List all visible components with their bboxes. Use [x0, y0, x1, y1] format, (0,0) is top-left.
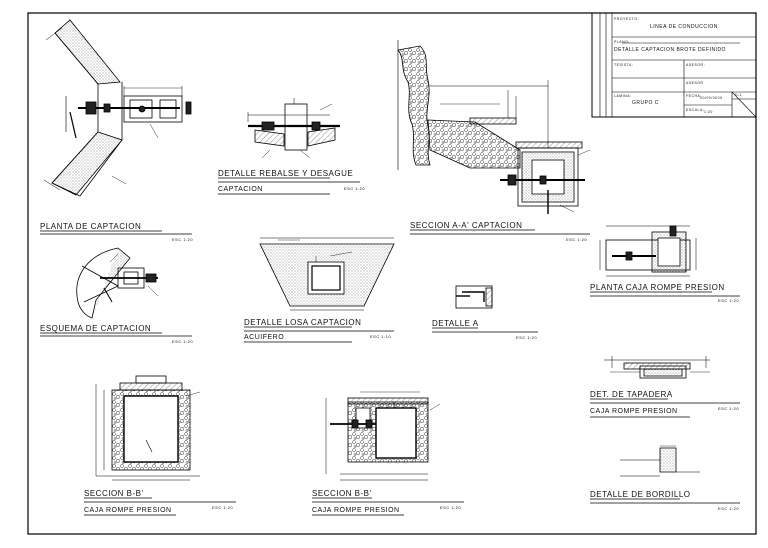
detalle-rebalse-scale: ESC 1:20: [344, 186, 366, 191]
detalle-losa-scale: ESC 1:10: [370, 334, 392, 339]
escala-value: 1:20: [704, 110, 713, 114]
seccion-bb-drawing: [95, 375, 201, 481]
seccion-aa-drawing: [397, 40, 591, 214]
esquema-captacion-title: ESQUEMA DE CAPTACION: [40, 324, 152, 333]
group-name: GRUPO C: [632, 100, 659, 106]
detalle-a-title: DETALLE A: [432, 319, 479, 328]
asesor-value: ASESOR: [686, 81, 704, 85]
title-block: [591, 12, 757, 118]
planta-caja-drawing: [599, 225, 697, 277]
det-tapadera-scale: ESC 1:20: [718, 406, 740, 411]
detalle-rebalse-sub: CAPTACION: [218, 186, 263, 193]
detalle-losa-sub: ACUIFERO: [244, 334, 285, 341]
fecha-value: 00/00/0000: [700, 96, 723, 100]
detalle-rebalse-drawing: [247, 98, 340, 159]
project-name: LINEA DE CONDUCCION: [650, 24, 718, 30]
seccion-bb2-drawing: [325, 391, 441, 481]
detalle-a-drawing: [455, 285, 493, 309]
seccion-bb2-scale: ESC 1:20: [440, 505, 462, 510]
planta-caja-title: PLANTA CAJA ROMPE PRESION: [590, 283, 725, 292]
detalle-losa-title: DETALLE LOSA CAPTACION: [244, 318, 362, 327]
esquema-captacion-drawing: [76, 247, 159, 319]
seccion-bb-title: SECCION B-B': [84, 489, 144, 498]
detalle-bordillo-title: DETALLE DE BORDILLO: [590, 490, 691, 499]
seccion-aa-scale: ESC 1:20: [566, 237, 588, 242]
plan-label: PLANO:: [614, 40, 630, 44]
detalle-bordillo-scale: ESC 1:20: [718, 506, 740, 511]
fecha-label: FECHA:: [686, 94, 702, 98]
planta-captacion-title: PLANTA DE CAPTACION: [40, 222, 142, 231]
group-label: LAMINA:: [614, 94, 632, 98]
sheet-title: DETALLE CAPTACION BROTE DEFINIDO: [614, 47, 726, 53]
detalle-a-scale: ESC 1:20: [516, 335, 538, 340]
seccion-bb2-title: SECCION B-B': [312, 489, 372, 498]
det-tapadera-title: DET. DE TAPADERA: [590, 390, 673, 399]
lamina-value: D-1: [735, 93, 743, 97]
planta-caja-scale: ESC 1:20: [718, 298, 740, 303]
seccion-bb2-sub: CAJA ROMPE PRESION: [312, 507, 400, 514]
det-tapadera-drawing: [604, 356, 710, 379]
detalle-bordillo-drawing: [620, 445, 700, 477]
project-label: PROYECTO:: [614, 17, 640, 21]
esquema-captacion-scale: ESC 1:20: [172, 339, 194, 344]
detalle-rebalse-title: DETALLE REBALSE Y DESAGUE: [218, 169, 354, 178]
detalle-losa-drawing: [259, 237, 395, 311]
sheet-border: [27, 12, 757, 535]
seccion-bb-scale: ESC 1:20: [212, 505, 234, 510]
planta-captacion-drawing: [43, 19, 192, 197]
escala-label: ESCALA:: [686, 108, 705, 112]
seccion-aa-title: SECCION A-A' CAPTACION: [410, 221, 523, 230]
seccion-bb-sub: CAJA ROMPE PRESION: [84, 507, 172, 514]
tesista-label: TESISTA:: [614, 63, 634, 67]
det-tapadera-sub: CAJA ROMPE PRESION: [590, 408, 678, 415]
planta-captacion-scale: ESC 1:20: [172, 237, 194, 242]
asesor-label: ASESOR:: [686, 63, 706, 67]
title-underlines: [40, 177, 740, 516]
